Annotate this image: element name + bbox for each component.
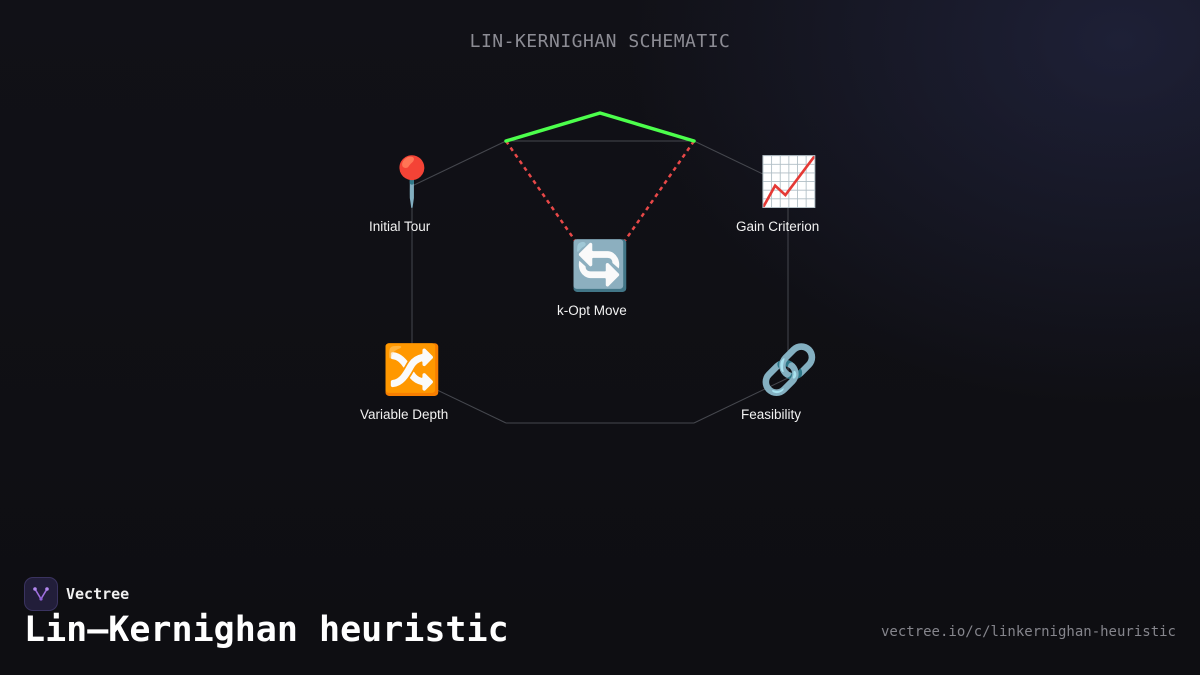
- node-label-k-opt-move: k-Opt Move: [557, 303, 627, 318]
- counterclockwise-arrows-icon: 🔄: [570, 238, 630, 294]
- removed-edge: [622, 140, 696, 243]
- brand: Vectree: [24, 577, 129, 611]
- removed-edge: [504, 140, 578, 243]
- node-label-variable-depth: Variable Depth: [360, 407, 449, 422]
- tour-edge: [411, 377, 507, 424]
- page-url[interactable]: vectree.io/c/linkernighan-heuristic: [880, 624, 1176, 640]
- tour-edge: [693, 377, 789, 424]
- node-label-feasibility: Feasibility: [741, 407, 802, 422]
- shuffle-icon: 🔀: [382, 342, 442, 398]
- tour-edge: [411, 140, 507, 187]
- node-label-gain-criterion: Gain Criterion: [736, 219, 820, 234]
- added-edge: [504, 111, 696, 143]
- brand-name: Vectree: [66, 585, 130, 603]
- round-pushpin-icon: 📍: [382, 154, 442, 210]
- tour-edge: [693, 140, 789, 187]
- chart-increasing-icon: 📈: [759, 154, 819, 210]
- page-title: Lin–Kernighan heuristic: [24, 610, 509, 650]
- diagram-title: LIN-KERNIGHAN SCHEMATIC: [469, 31, 731, 52]
- node-label-initial-tour: Initial Tour: [369, 219, 431, 234]
- vectree-logo-icon: [24, 577, 58, 611]
- link-icon: 🔗: [759, 342, 819, 398]
